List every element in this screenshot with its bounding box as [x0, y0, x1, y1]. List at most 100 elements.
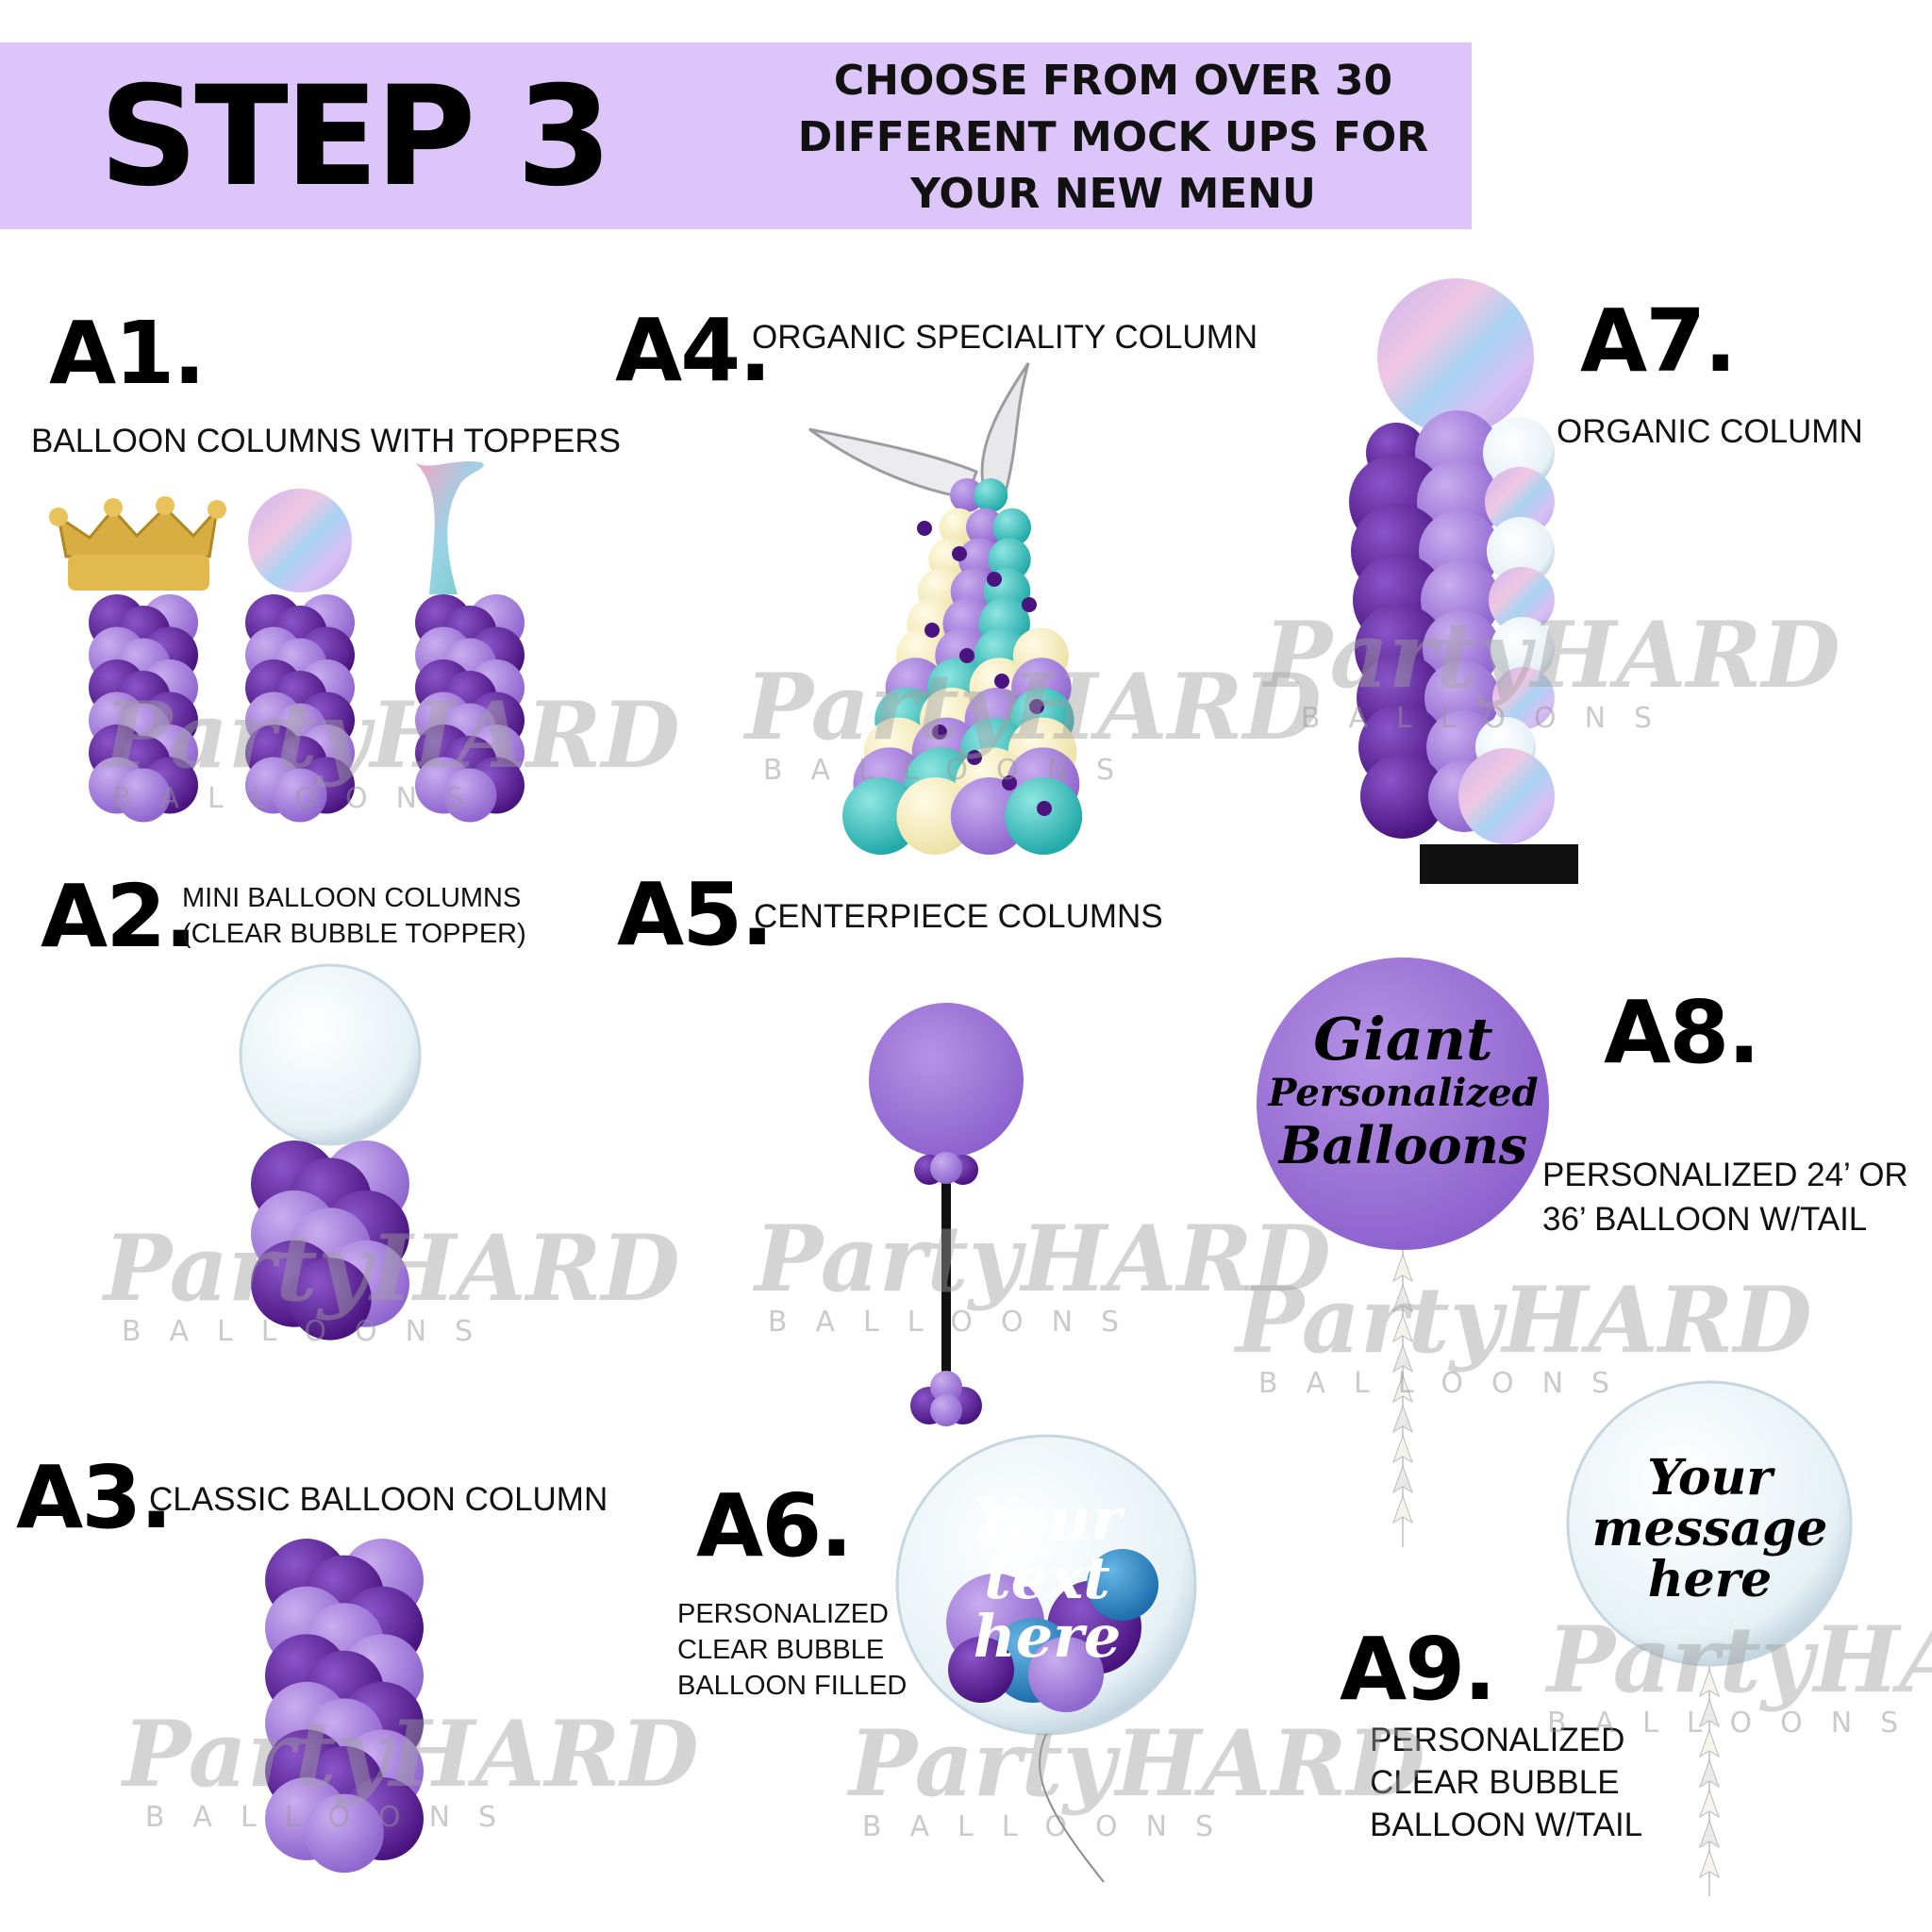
- item-code-a7: A7.: [1580, 291, 1737, 391]
- balloon: [442, 768, 497, 823]
- accent-balloon: [967, 750, 982, 765]
- item-code-a4: A4.: [615, 300, 772, 401]
- balloon: [1485, 467, 1555, 537]
- balloon: [1487, 517, 1555, 585]
- desc-line: CLEAR BUBBLE: [677, 1635, 885, 1665]
- tassel: [1699, 1789, 1720, 1819]
- accent-balloon: [917, 521, 932, 536]
- a2-column: [251, 1141, 409, 1341]
- balloon: [116, 768, 171, 823]
- desc-line: PERSONALIZED: [677, 1599, 889, 1629]
- step-title: STEP 3: [99, 57, 612, 217]
- accent-balloon: [1029, 699, 1044, 714]
- a5-clusters: [910, 1152, 982, 1426]
- desc-line: MINI BALLOON COLUMNS: [182, 883, 522, 913]
- accent-balloon: [1022, 597, 1037, 612]
- a7-column: [1349, 410, 1555, 844]
- headline-line: DIFFERENT MOCK UPS FOR: [797, 113, 1429, 161]
- desc-line: PERSONALIZED 24’ OR: [1542, 1157, 1908, 1193]
- item-code-a2: A2.: [41, 866, 197, 967]
- tassel: [1392, 1434, 1413, 1464]
- headline-line: YOUR NEW MENU: [910, 170, 1316, 218]
- item-desc-a1: BALLOON COLUMNS WITH TOPPERS: [31, 423, 621, 459]
- balloon-text-line: Giant: [1313, 1005, 1493, 1074]
- balloon: [992, 508, 1032, 547]
- item-desc-a5: CENTERPIECE COLUMNS: [754, 898, 1163, 935]
- item-code-a3: A3.: [16, 1447, 173, 1548]
- tassel: [1392, 1343, 1413, 1374]
- balloon-text-line: Your: [1647, 1449, 1773, 1507]
- balloon: [948, 1637, 1014, 1703]
- accent-balloon: [924, 623, 940, 638]
- desc-line: 36’ BALLOON W/TAIL: [1542, 1201, 1868, 1238]
- tassel: [1699, 1849, 1720, 1879]
- tassel: [1392, 1464, 1413, 1494]
- a6-balloon-text: Your text here: [972, 1491, 1123, 1666]
- balloon: [1483, 417, 1555, 489]
- item-desc-a7: ORGANIC COLUMN: [1557, 413, 1863, 450]
- a4-tail-art: [808, 362, 1030, 500]
- balloon-text-line: message: [1591, 1500, 1828, 1557]
- balloon: [930, 1152, 962, 1184]
- item-code-a8: A8.: [1604, 982, 1760, 1083]
- balloon: [930, 1394, 962, 1426]
- balloon: [273, 768, 327, 823]
- desc-line: BALLOON W/TAIL: [1370, 1807, 1643, 1843]
- accent-balloon: [1037, 801, 1052, 816]
- tassel: [1699, 1758, 1720, 1789]
- item-desc-a2: MINI BALLOON COLUMNS (CLEAR BUBBLE TOPPE…: [182, 880, 526, 952]
- a1-columns-art: [49, 460, 484, 594]
- balloon: [974, 478, 1008, 512]
- balloon: [1028, 1637, 1104, 1712]
- tassel: [1392, 1313, 1413, 1343]
- balloon: [1492, 667, 1555, 729]
- a9-balloon-text: Your message here: [1585, 1453, 1835, 1606]
- banner-headline: CHOOSE FROM OVER 30 DIFFERENT MOCK UPS F…: [755, 53, 1472, 223]
- tassel: [1392, 1494, 1413, 1524]
- desc-line: PERSONALIZED: [1370, 1722, 1625, 1758]
- balloon: [896, 777, 974, 855]
- a8-tassel-tail: [1392, 1253, 1413, 1524]
- a1-column-3: [415, 594, 525, 823]
- balloon: [1360, 754, 1445, 839]
- balloon: [1087, 1549, 1158, 1621]
- balloon: [289, 1257, 372, 1341]
- item-desc-a4: ORGANIC SPECIALITY COLUMN: [752, 319, 1258, 356]
- item-desc-a8: PERSONALIZED 24’ OR 36’ BALLOON W/TAIL: [1542, 1153, 1908, 1241]
- a6-string: [1039, 1733, 1105, 1883]
- item-code-a5: A5.: [617, 864, 774, 965]
- balloon: [1458, 748, 1555, 844]
- a2-column-art: [239, 963, 422, 1146]
- tassel: [1392, 1404, 1413, 1434]
- balloon: [939, 508, 978, 547]
- tassel: [1699, 1819, 1720, 1849]
- accent-balloon: [959, 648, 974, 663]
- balloon: [1489, 567, 1555, 633]
- balloon-text-line: here: [1647, 1551, 1773, 1608]
- balloon-text-line: Your: [973, 1485, 1122, 1554]
- desc-line: CLEAR BUBBLE: [1370, 1764, 1620, 1801]
- a1-column-1: [89, 594, 198, 823]
- balloon-text-line: text: [984, 1543, 1110, 1612]
- desc-line: BALLOON FILLED: [677, 1671, 908, 1701]
- step-banner: [0, 42, 1472, 229]
- item-desc-a6: PERSONALIZED CLEAR BUBBLE BALLOON FILLED: [677, 1596, 907, 1704]
- a4-column: [842, 478, 1083, 855]
- accent-balloon: [1002, 775, 1017, 791]
- item-desc-a3: CLASSIC BALLOON COLUMN: [149, 1481, 608, 1518]
- a5-centerpiece-art: [869, 1003, 1024, 1377]
- a1-column-2: [245, 594, 355, 823]
- balloon-text-line: Personalized: [1268, 1071, 1539, 1115]
- balloon: [842, 777, 920, 855]
- item-code-a9: A9.: [1340, 1619, 1496, 1720]
- headline-line: CHOOSE FROM OVER 30: [833, 57, 1393, 105]
- balloon: [1491, 617, 1555, 681]
- balloon: [305, 1793, 384, 1874]
- tassel: [1392, 1283, 1413, 1313]
- tassel: [1699, 1698, 1720, 1728]
- item-code-a6: A6.: [696, 1475, 853, 1576]
- item-desc-a9: PERSONALIZED CLEAR BUBBLE BALLOON W/TAIL: [1370, 1719, 1642, 1846]
- balloon: [1005, 777, 1083, 855]
- a8-balloon-text: Giant Personalized Balloons: [1259, 1009, 1547, 1174]
